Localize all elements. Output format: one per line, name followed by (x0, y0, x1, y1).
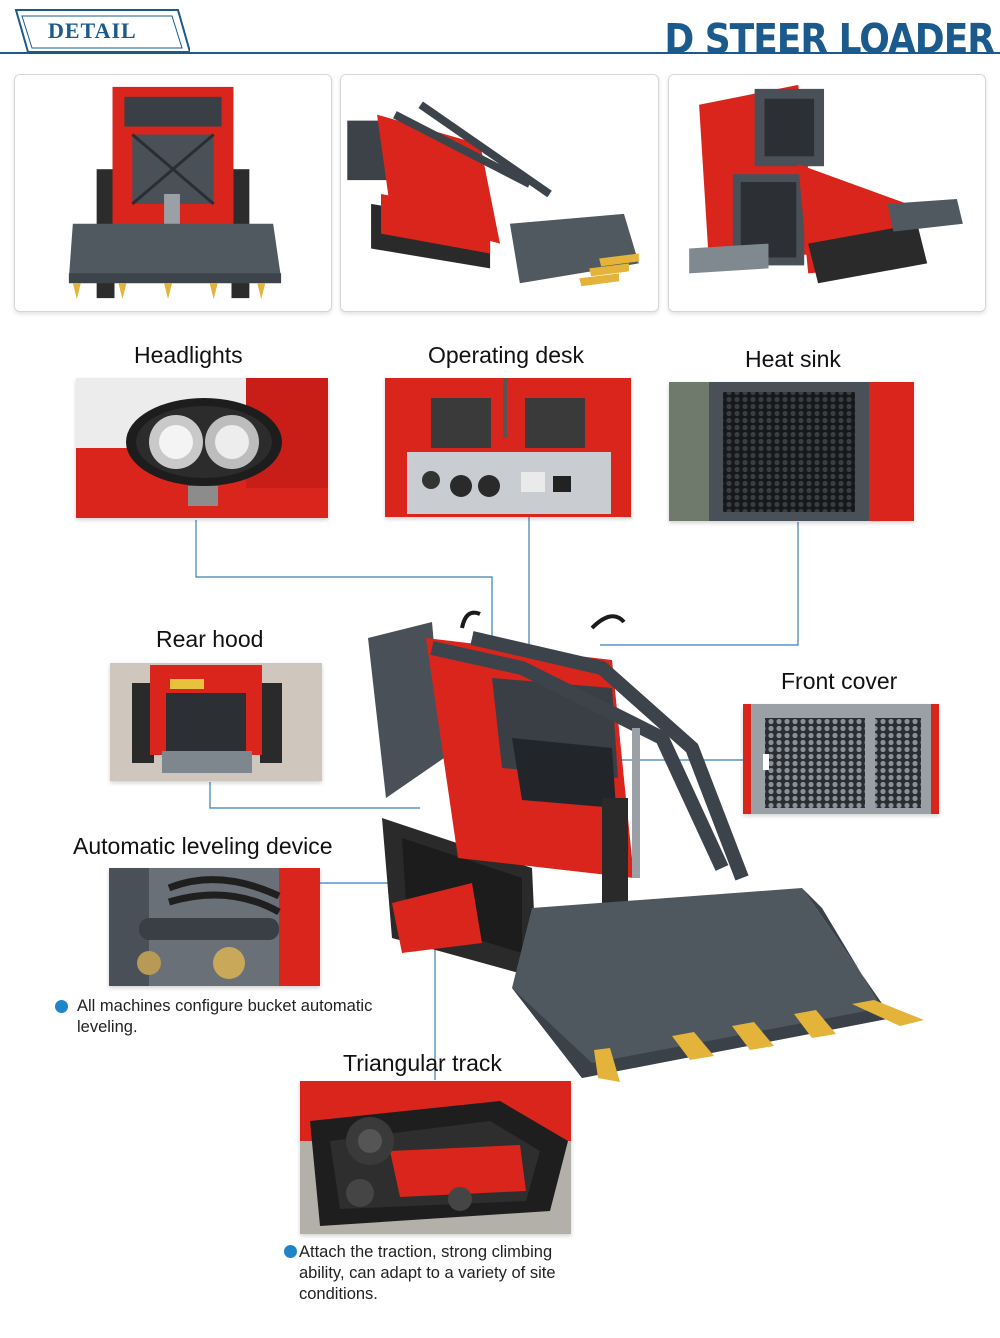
leveling-device-icon (109, 868, 320, 986)
page-title: SKID STEER LOADER (664, 16, 994, 52)
note-track: Attach the traction, strong climbing abi… (299, 1243, 556, 1303)
loader-side-view-icon (341, 75, 658, 311)
photo-triangular-track (300, 1081, 571, 1234)
photo-heat-sink (669, 382, 914, 521)
bullet-track (284, 1245, 297, 1258)
page-title-wrap: SKID STEER LOADER (664, 10, 994, 52)
label-headlights: Headlights (134, 342, 243, 368)
main-machine-image (362, 608, 928, 1086)
label-operating-desk: Operating desk (428, 342, 584, 368)
gallery-photo-side (340, 74, 659, 312)
photo-operating-desk (385, 378, 631, 517)
triangular-track-icon (300, 1081, 571, 1234)
gallery-photo-front (14, 74, 332, 312)
header-underline (0, 52, 1000, 54)
photo-headlights (76, 378, 328, 518)
note-leveling: All machines configure bucket automatic … (77, 997, 373, 1036)
operating-desk-icon (385, 378, 631, 517)
detail-tab-label: DETAIL (48, 18, 137, 43)
rear-hood-icon (110, 663, 322, 781)
label-rear-hood: Rear hood (156, 626, 264, 652)
detail-tab (14, 8, 190, 54)
detail-tab-shape (14, 9, 190, 53)
front-cover-icon (743, 704, 939, 814)
loader-front-view-icon (15, 75, 331, 311)
loader-rear-view-icon (669, 75, 985, 311)
photo-leveling-device (109, 868, 320, 986)
headlight-icon (76, 378, 328, 518)
label-front-cover: Front cover (781, 668, 898, 694)
label-heat-sink: Heat sink (745, 346, 841, 372)
photo-rear-hood (110, 663, 322, 781)
label-triangular-track: Triangular track (343, 1050, 502, 1076)
gallery-photo-rear (668, 74, 986, 312)
bullet-leveling (55, 1000, 68, 1013)
skid-steer-loader-icon (368, 610, 924, 1082)
photo-front-cover (743, 704, 939, 814)
heat-sink-icon (669, 382, 914, 521)
label-leveling-device: Automatic leveling device (73, 833, 333, 859)
